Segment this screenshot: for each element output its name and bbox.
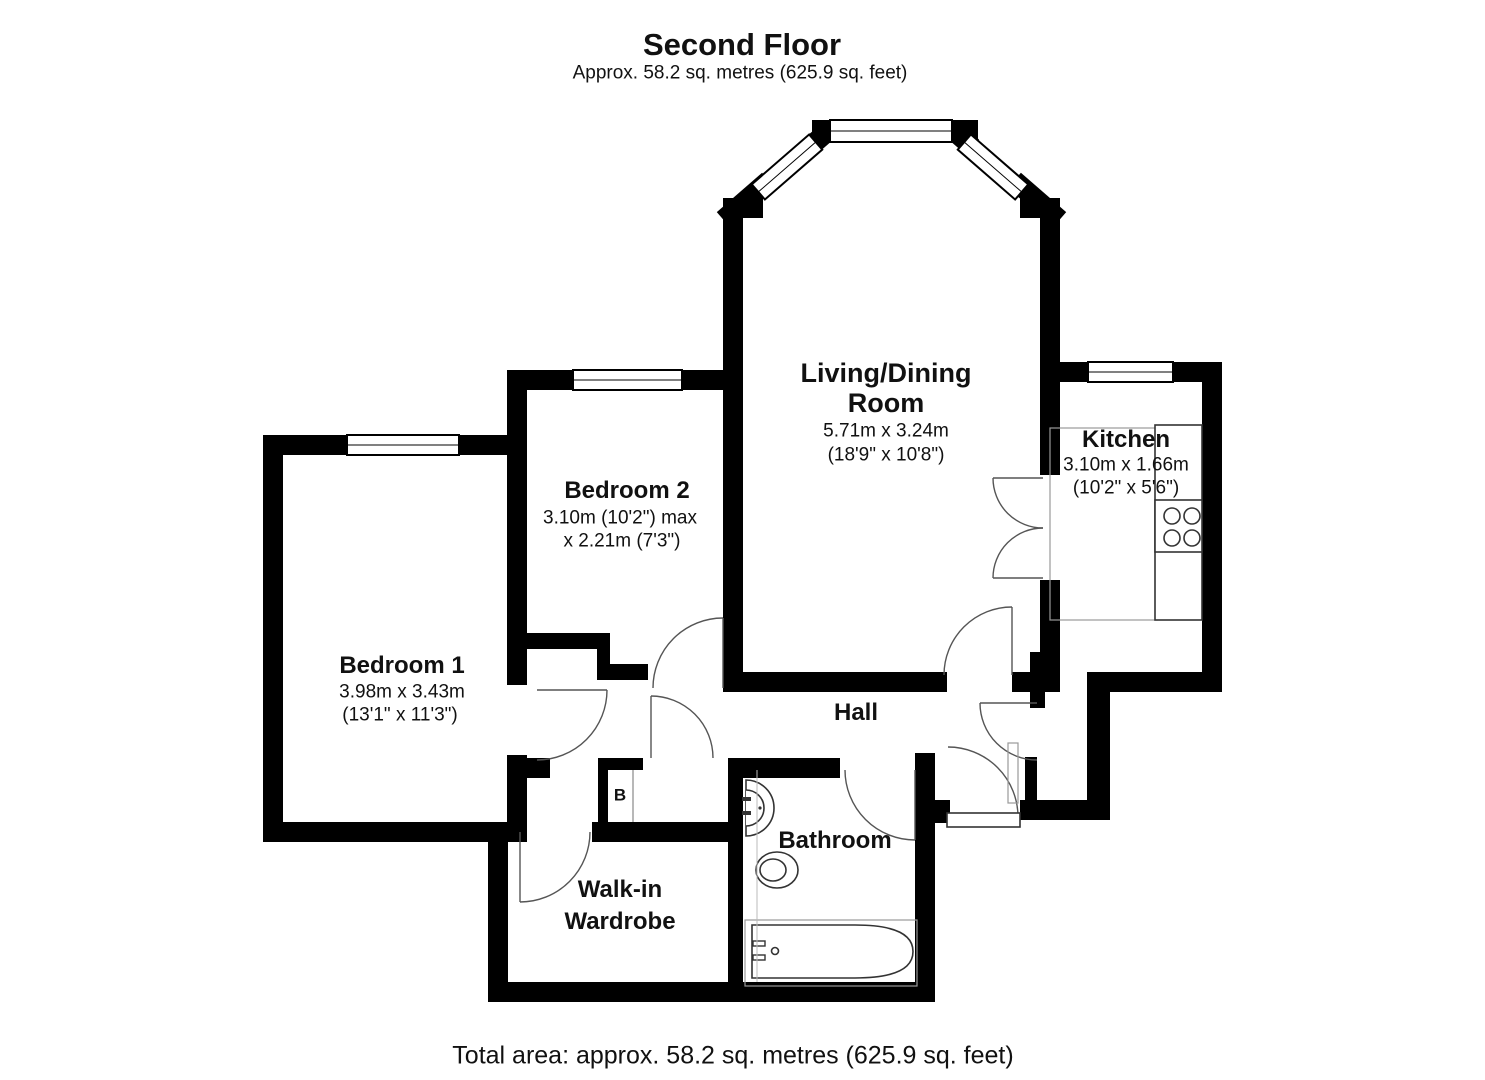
toilet-icon bbox=[755, 851, 799, 889]
bay-window-left bbox=[750, 133, 824, 201]
page-subtitle: Approx. 58.2 sq. metres (625.9 sq. feet) bbox=[572, 62, 908, 84]
bedroom1-label: Bedroom 1 bbox=[339, 651, 465, 679]
bedroom2-dim-m: 3.10m (10'2") max bbox=[543, 507, 697, 529]
bedroom1-dim-m: 3.98m x 3.43m bbox=[339, 681, 465, 703]
bedroom2-door bbox=[652, 617, 724, 689]
page-title: Second Floor bbox=[642, 26, 842, 62]
bedroom1-window bbox=[346, 434, 460, 456]
bedroom2-window bbox=[572, 369, 683, 391]
boiler-cupboard-label: B bbox=[613, 785, 627, 805]
living-room-label: Living/Dining bbox=[800, 358, 972, 389]
wardrobe-door bbox=[519, 831, 591, 903]
kitchen-counter bbox=[1049, 424, 1203, 621]
bedroom2-dim-ft: x 2.21m (7'3") bbox=[563, 530, 681, 552]
bathtub-icon bbox=[744, 919, 918, 987]
total-area-label: Total area: approx. 58.2 sq. metres (625… bbox=[452, 1041, 1014, 1070]
bay-window-center bbox=[829, 119, 953, 143]
kitchen-entry-door bbox=[979, 702, 1038, 761]
bathroom-label: Bathroom bbox=[778, 826, 892, 854]
hall-label: Hall bbox=[833, 698, 879, 726]
wardrobe-label: Walk-in bbox=[577, 875, 663, 903]
kitchen-dim-m: 3.10m x 1.66m bbox=[1063, 454, 1189, 476]
bedroom1-door bbox=[536, 689, 608, 761]
doors bbox=[519, 477, 1044, 903]
hob-icon bbox=[1163, 507, 1201, 547]
windows bbox=[346, 119, 1174, 456]
kitchen-window bbox=[1087, 361, 1174, 383]
bedroom2-label: Bedroom 2 bbox=[564, 476, 690, 504]
bay-window-right bbox=[956, 133, 1030, 201]
kitchen-label: Kitchen bbox=[1081, 425, 1171, 453]
living-room-label-2: Room bbox=[847, 388, 925, 419]
living-room-door bbox=[943, 606, 1013, 676]
living-room-dim-m: 5.71m x 3.24m bbox=[823, 420, 949, 442]
kitchen-dim-ft: (10'2" x 5'6") bbox=[1072, 477, 1180, 499]
cupboard-door bbox=[650, 695, 714, 759]
living-room-dim-ft: (18'9" x 10'8") bbox=[827, 444, 945, 466]
walls bbox=[263, 120, 1222, 1002]
bathroom-sink-icon bbox=[742, 779, 775, 837]
wardrobe-label-2: Wardrobe bbox=[564, 907, 676, 935]
bedroom1-dim-ft: (13'1" x 11'3") bbox=[342, 704, 458, 726]
entrance-door bbox=[946, 742, 1021, 828]
kitchen-double-doors bbox=[992, 477, 1044, 579]
fixtures bbox=[632, 424, 1203, 987]
bathroom-door bbox=[844, 769, 916, 841]
